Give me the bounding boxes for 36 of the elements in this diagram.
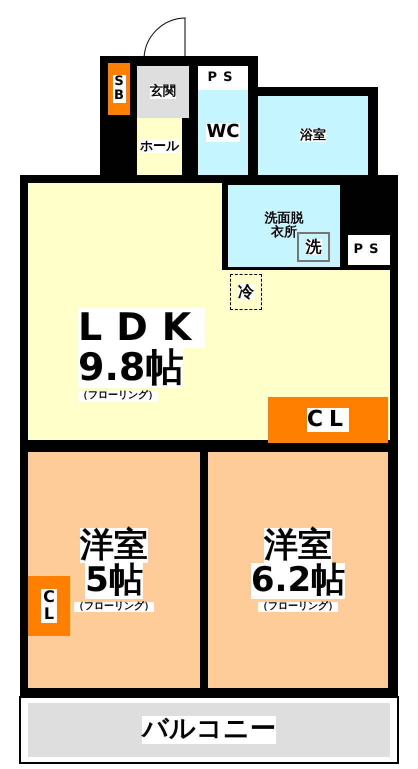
room-label: バルコニー xyxy=(142,716,276,744)
entrance-area xyxy=(137,66,189,118)
room-label: 玄関 xyxy=(150,85,176,99)
fridge-space xyxy=(230,274,262,310)
room-label: 浴室 xyxy=(300,128,326,142)
bedroom xyxy=(208,452,388,688)
area-label: 5帖 xyxy=(85,563,143,599)
storage-closet xyxy=(108,63,130,115)
washer-space xyxy=(297,232,330,262)
area-label: 6.2帖 xyxy=(250,563,346,599)
room-label: CL xyxy=(41,589,57,623)
room-label: LDK xyxy=(78,308,206,348)
bedroom xyxy=(28,452,200,688)
storage-closet xyxy=(28,576,70,636)
pipe-space xyxy=(198,66,248,90)
room-label: 洗 xyxy=(306,238,322,256)
balcony-area xyxy=(28,703,390,757)
storage-closet xyxy=(268,397,388,443)
toilet-room xyxy=(198,90,248,175)
living-room xyxy=(28,270,390,440)
flooring-label: （フローリング） xyxy=(74,602,154,612)
hall-area xyxy=(137,118,182,175)
room-label: 洋室 xyxy=(264,528,332,564)
pipe-space xyxy=(348,235,390,265)
flooring-label: （フローリング） xyxy=(258,602,338,612)
room-label: 冷 xyxy=(238,284,254,300)
flooring-label: （フローリング） xyxy=(78,391,158,402)
bathroom xyxy=(258,96,368,175)
room-label: ホール xyxy=(140,140,179,154)
washroom xyxy=(228,185,340,267)
room-label: 洗面脱衣所 xyxy=(264,212,304,240)
area-label: 9.8帖 xyxy=(78,348,184,388)
room-label: SB xyxy=(112,75,126,103)
room-label: WC xyxy=(206,123,240,142)
room-label: 洋室 xyxy=(80,528,148,564)
room-label: CL xyxy=(306,408,350,432)
